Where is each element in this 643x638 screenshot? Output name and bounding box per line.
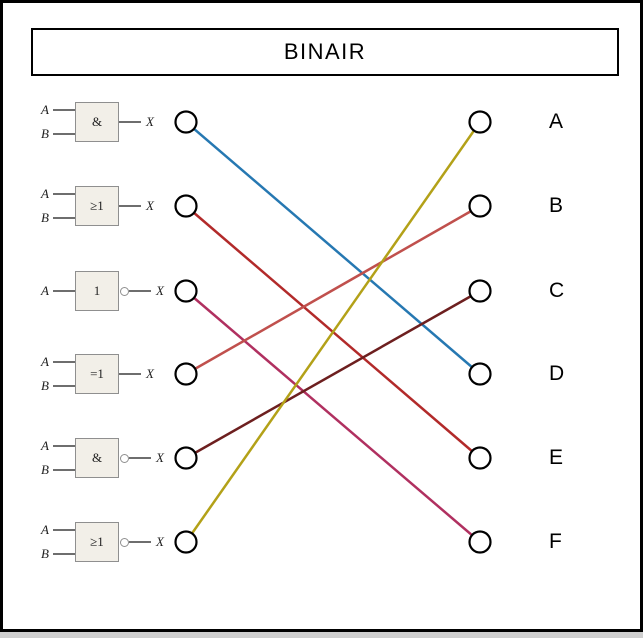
answer-label-b: B (549, 194, 564, 217)
output-label: X (146, 366, 154, 381)
left-node-nor[interactable] (174, 530, 198, 554)
input-wire (53, 445, 75, 447)
input-label-b: B (41, 126, 49, 141)
right-node-a[interactable] (468, 110, 492, 134)
title-box: BINAIR (31, 28, 619, 76)
input-wire (53, 133, 75, 135)
output-label: X (156, 450, 164, 465)
input-label-b: B (41, 378, 49, 393)
left-nodes (174, 110, 198, 554)
input-wire (53, 109, 75, 111)
left-node-nand[interactable] (174, 446, 198, 470)
page-title: BINAIR (283, 39, 367, 64)
output-label: X (146, 198, 154, 213)
gate-box: & (75, 438, 119, 478)
gate-symbol: & (91, 114, 103, 129)
gate-inputs: A B (35, 102, 75, 142)
input-label-a: A (41, 522, 49, 537)
input-label-b: B (41, 210, 49, 225)
gate-symbol: =1 (90, 366, 104, 381)
output-wire (119, 373, 141, 375)
right-node-c[interactable] (468, 279, 492, 303)
output-wire (129, 290, 151, 292)
left-node-and[interactable] (174, 110, 198, 134)
inverter-bubble (120, 453, 129, 463)
input-wire (53, 385, 75, 387)
gate-box: ≥1 (75, 522, 119, 562)
input-label-b: B (41, 546, 49, 561)
answer-label-a: A (549, 110, 564, 133)
right-node-b[interactable] (468, 194, 492, 218)
gate-box: =1 (75, 354, 119, 394)
window-bottom-edge (0, 632, 643, 638)
gate-inputs: A B (35, 354, 75, 394)
answer-label-c: C (549, 279, 565, 302)
output-wire (129, 541, 151, 543)
input-wire (53, 361, 75, 363)
connection-line-nor-a[interactable] (184, 121, 482, 543)
input-label-a: A (41, 186, 49, 201)
inverter-bubble (120, 286, 129, 296)
gate-symbol: 1 (93, 283, 101, 298)
gate-inputs: A B (35, 522, 75, 562)
gate-inputs: A B (35, 438, 75, 478)
right-node-d[interactable] (468, 362, 492, 386)
gate-inputs: A B (35, 186, 75, 226)
gate-nor: A B ≥1 X (35, 512, 164, 572)
answer-label-e: E (549, 446, 564, 469)
left-node-or[interactable] (174, 194, 198, 218)
answer-label-f: F (549, 530, 562, 553)
output-label: X (156, 534, 164, 549)
gate-symbol: ≥1 (90, 198, 104, 213)
left-node-xor[interactable] (174, 362, 198, 386)
output-wire (119, 205, 141, 207)
connection-board (174, 110, 492, 554)
answer-label-d: D (549, 362, 565, 385)
gate-inputs: A (35, 271, 75, 311)
input-label-b: B (41, 462, 49, 477)
input-label-a: A (41, 283, 49, 298)
gate-not: A 1 X (35, 261, 164, 321)
input-wire (53, 469, 75, 471)
input-label-a: A (41, 354, 49, 369)
output-label: X (146, 114, 154, 129)
right-node-f[interactable] (468, 530, 492, 554)
inverter-bubble (120, 537, 129, 547)
gate-and: A B & X (35, 92, 154, 152)
output-wire (119, 121, 141, 123)
gate-box: ≥1 (75, 186, 119, 226)
connection-lines (184, 121, 482, 543)
right-nodes (468, 110, 492, 554)
gate-nand: A B & X (35, 428, 164, 488)
input-label-a: A (41, 102, 49, 117)
input-wire (53, 217, 75, 219)
right-node-e[interactable] (468, 446, 492, 470)
input-wire (53, 193, 75, 195)
gate-symbol: & (91, 450, 103, 465)
input-wire (53, 553, 75, 555)
gate-symbol: ≥1 (90, 534, 104, 549)
gate-box: 1 (75, 271, 119, 311)
output-wire (129, 457, 151, 459)
input-label-a: A (41, 438, 49, 453)
input-wire (53, 529, 75, 531)
connection-line-and-d[interactable] (185, 121, 481, 375)
connection-line-not-f[interactable] (185, 290, 481, 543)
input-wire (53, 290, 75, 292)
left-node-not[interactable] (174, 279, 198, 303)
output-label: X (156, 283, 164, 298)
connection-line-nand-c[interactable] (185, 289, 481, 460)
gate-or: A B ≥1 X (35, 176, 154, 236)
gate-xor: A B =1 X (35, 344, 154, 404)
connection-line-xor-b[interactable] (185, 204, 481, 376)
gate-box: & (75, 102, 119, 142)
